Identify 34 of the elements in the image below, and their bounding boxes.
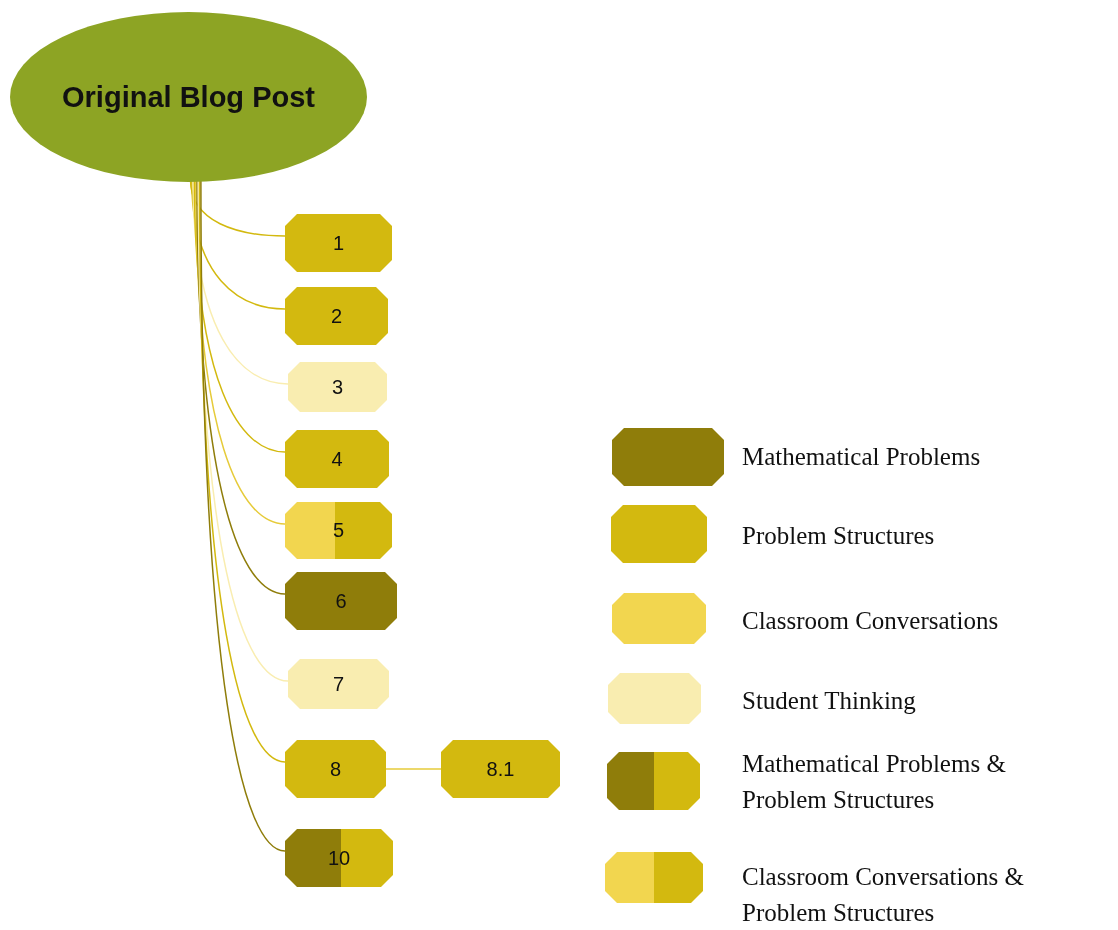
post-node: [285, 502, 392, 559]
connector-line: [385, 768, 442, 770]
post-number: 7: [332, 672, 345, 696]
post-number: 3: [331, 375, 344, 399]
post-number: 8.1: [486, 757, 515, 781]
post-node: [285, 829, 393, 887]
connector-line: [193, 179, 286, 453]
legend-label: Mathematical Problems: [742, 441, 982, 472]
legend-label: Classroom Conversations & Problem Structures: [742, 861, 1025, 928]
post-node: [285, 430, 389, 488]
connector-line: [191, 179, 286, 310]
post-number: 6: [335, 589, 347, 613]
post-node: [285, 572, 397, 630]
post-number: 8: [329, 757, 342, 781]
post-number: 4: [331, 447, 343, 471]
root-title: Original Blog Post: [62, 80, 315, 114]
legend-label: Classroom Conversations: [742, 605, 1000, 636]
post-node: [285, 740, 386, 798]
post-number: 2: [330, 304, 343, 328]
post-number: 5: [332, 519, 345, 542]
post-node: [285, 287, 388, 345]
connector-line: [196, 179, 286, 595]
legend-label: Mathematical Problems & Problem Structures: [742, 748, 1007, 815]
post-node: [288, 362, 387, 412]
connector-line: [197, 179, 289, 682]
legend-label: Student Thinking: [742, 685, 917, 716]
post-number: 10: [327, 846, 351, 870]
connector-line: [189, 179, 286, 237]
connector-line: [192, 179, 289, 385]
post-number: 1: [332, 231, 345, 255]
post-node: [285, 214, 392, 272]
post-node: [441, 740, 560, 798]
post-node: [288, 659, 389, 709]
legend-label: Problem Structures: [742, 520, 936, 551]
